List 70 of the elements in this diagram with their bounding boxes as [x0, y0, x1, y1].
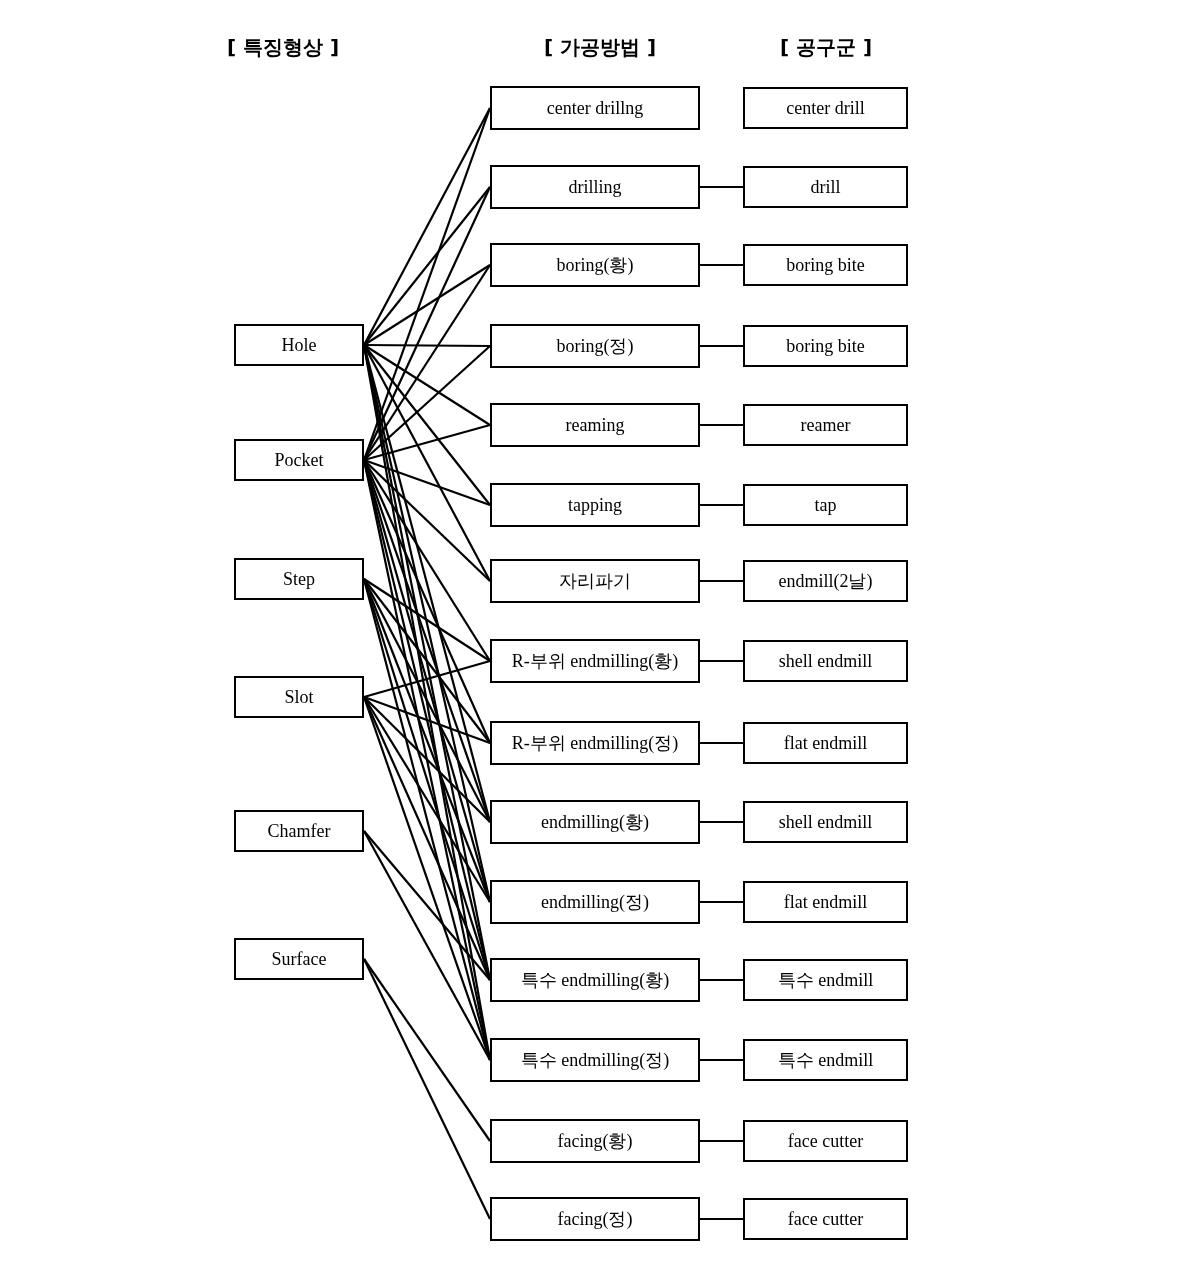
- process-box: drilling: [490, 165, 700, 209]
- connector-line: [363, 830, 491, 981]
- process-box: R-부위 endmilling(정): [490, 721, 700, 765]
- connector-line: [700, 1058, 743, 1062]
- tool-box: center drill: [743, 87, 908, 129]
- tool-box: endmill(2날): [743, 560, 908, 602]
- feature-box: Pocket: [234, 439, 364, 481]
- process-box: boring(정): [490, 324, 700, 368]
- tool-box: shell endmill: [743, 801, 908, 843]
- feature-box: Chamfer: [234, 810, 364, 852]
- feature-box: Step: [234, 558, 364, 600]
- tool-box: flat endmill: [743, 722, 908, 764]
- process-box: reaming: [490, 403, 700, 447]
- connector-line: [700, 423, 743, 427]
- connector-line: [363, 264, 491, 346]
- connector-line: [363, 186, 491, 346]
- connector-line: [700, 344, 743, 348]
- connector-line: [700, 820, 743, 824]
- process-box: facing(황): [490, 1119, 700, 1163]
- process-box: center drillng: [490, 86, 700, 130]
- tool-box: flat endmill: [743, 881, 908, 923]
- column-heading: [ 특징형상 ]: [226, 34, 340, 61]
- connector-line: [363, 459, 491, 582]
- connector-line: [700, 579, 743, 583]
- column-heading: [ 공구군 ]: [779, 34, 873, 61]
- connector-line: [363, 696, 491, 823]
- tool-box: reamer: [743, 404, 908, 446]
- tool-box: boring bite: [743, 244, 908, 286]
- process-box: endmilling(황): [490, 800, 700, 844]
- tool-box: face cutter: [743, 1198, 908, 1240]
- process-box: 특수 endmilling(정): [490, 1038, 700, 1082]
- connector-line: [363, 423, 491, 462]
- feature-box: Hole: [234, 324, 364, 366]
- process-box: facing(정): [490, 1197, 700, 1241]
- connector-line: [363, 578, 491, 662]
- connector-line: [700, 185, 743, 189]
- connector-line: [363, 958, 491, 1142]
- connector-line: [700, 503, 743, 507]
- process-box: 특수 endmilling(황): [490, 958, 700, 1002]
- process-box: endmilling(정): [490, 880, 700, 924]
- column-heading: [ 가공방법 ]: [543, 34, 657, 61]
- connector-line: [363, 695, 491, 745]
- connector-line: [700, 900, 743, 904]
- connector-line: [363, 344, 491, 426]
- tool-box: 특수 endmill: [743, 1039, 908, 1081]
- connector-line: [700, 659, 743, 663]
- tool-box: tap: [743, 484, 908, 526]
- feature-box: Surface: [234, 938, 364, 980]
- connector-line: [700, 978, 743, 982]
- process-box: boring(황): [490, 243, 700, 287]
- connector-line: [364, 343, 490, 348]
- connector-line: [700, 1217, 743, 1221]
- process-box: 자리파기: [490, 559, 700, 603]
- process-box: R-부위 endmilling(황): [490, 639, 700, 683]
- process-box: tapping: [490, 483, 700, 527]
- connector-line: [363, 344, 491, 506]
- tool-box: 특수 endmill: [743, 959, 908, 1001]
- connector-line: [700, 741, 743, 745]
- connector-line: [363, 458, 491, 507]
- feature-box: Slot: [234, 676, 364, 718]
- connector-line: [363, 578, 491, 744]
- connector-line: [363, 345, 491, 461]
- tool-box: boring bite: [743, 325, 908, 367]
- connector-line: [363, 659, 491, 699]
- tool-box: shell endmill: [743, 640, 908, 682]
- connector-line: [363, 830, 491, 1061]
- connector-line: [700, 1139, 743, 1143]
- tool-box: drill: [743, 166, 908, 208]
- tool-box: face cutter: [743, 1120, 908, 1162]
- connector-line: [700, 263, 743, 267]
